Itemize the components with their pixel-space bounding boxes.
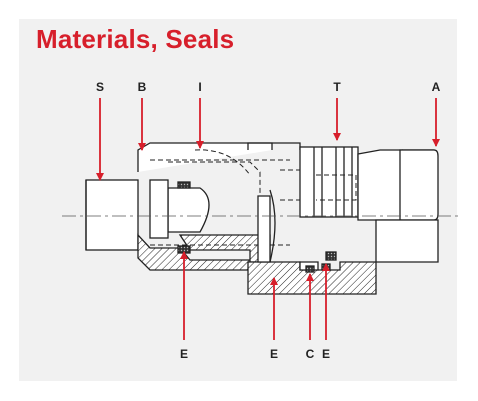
callout-label-b: B bbox=[138, 80, 147, 94]
callout-label-i: I bbox=[198, 80, 201, 94]
callout-label-e1: E bbox=[180, 347, 188, 361]
callout-label-a: A bbox=[432, 80, 441, 94]
callout-labels-bottom: E E C E bbox=[180, 347, 330, 361]
page-title: Materials, Seals bbox=[36, 24, 235, 54]
callout-label-c: C bbox=[306, 347, 315, 361]
coupling-drawing bbox=[62, 142, 458, 295]
callout-labels-top: S B I T A bbox=[96, 80, 441, 94]
callout-label-t: T bbox=[333, 80, 341, 94]
callout-label-e2: E bbox=[270, 347, 278, 361]
callout-label-s: S bbox=[96, 80, 104, 94]
callout-arrows bbox=[96, 98, 440, 340]
callout-label-e3: E bbox=[322, 347, 330, 361]
